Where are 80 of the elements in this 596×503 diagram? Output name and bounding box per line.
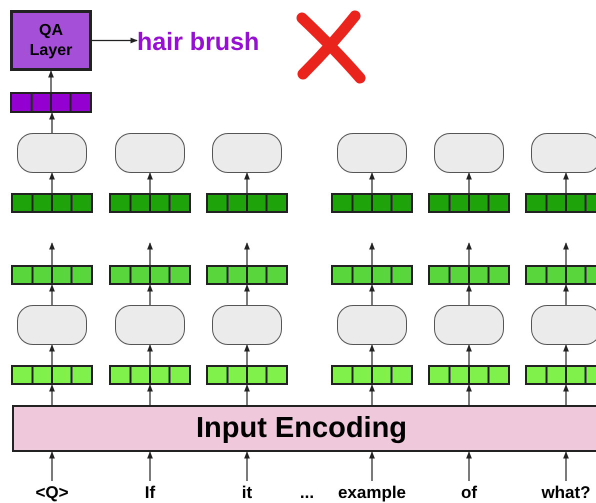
vector-bar (331, 193, 413, 213)
qa-layer-box: QA Layer (10, 10, 92, 71)
input-token: If (105, 481, 195, 503)
vector-bar (525, 193, 596, 213)
arrow (244, 384, 250, 405)
arrow (466, 284, 472, 305)
arrow (147, 172, 153, 193)
arrow (49, 284, 55, 305)
arrow (563, 344, 569, 365)
answer-text: hair brush (137, 26, 287, 58)
arrow (563, 384, 569, 405)
vector-bar (109, 265, 191, 285)
arrow (466, 451, 472, 481)
layer-block (115, 133, 185, 173)
layer-block (337, 133, 407, 173)
vector-bar (109, 193, 191, 213)
arrow (244, 344, 250, 365)
arrow (244, 451, 250, 481)
arrow (49, 242, 55, 265)
arrow (147, 384, 153, 405)
arrow (49, 172, 55, 193)
layer-block (531, 133, 596, 173)
arrow (147, 344, 153, 365)
arrow (369, 451, 375, 481)
vector-bar (331, 265, 413, 285)
vector-bar (428, 365, 510, 385)
vector-bar (206, 193, 288, 213)
vector-bar (331, 365, 413, 385)
vector-bar (525, 265, 596, 285)
layer-block (434, 133, 504, 173)
arrow (92, 38, 138, 44)
arrow (147, 242, 153, 265)
layer-block (17, 305, 87, 345)
arrow (563, 451, 569, 481)
vector-bar (10, 92, 92, 113)
input-token: <Q> (7, 481, 97, 503)
arrow (466, 344, 472, 365)
arrow (49, 344, 55, 365)
input-token: it (202, 481, 292, 503)
vector-bar (109, 365, 191, 385)
arrow (369, 242, 375, 265)
vector-bar (428, 265, 510, 285)
arrow (369, 384, 375, 405)
vector-bar (428, 193, 510, 213)
arrow (369, 344, 375, 365)
arrow (244, 284, 250, 305)
layer-block (337, 305, 407, 345)
vector-bar (206, 365, 288, 385)
vector-bar (525, 365, 596, 385)
layer-block (115, 305, 185, 345)
arrow (466, 172, 472, 193)
layer-block (531, 305, 596, 345)
layer-block (212, 305, 282, 345)
vector-bar (11, 193, 93, 213)
arrow (369, 284, 375, 305)
ellipsis-text: ... (298, 482, 316, 503)
arrow (369, 172, 375, 193)
arrow (244, 242, 250, 265)
input-token: of (424, 481, 514, 503)
arrow (49, 451, 55, 481)
vector-bar (11, 365, 93, 385)
arrow (244, 172, 250, 193)
arrow (466, 242, 472, 265)
arrow (147, 284, 153, 305)
layer-block (434, 305, 504, 345)
input-token: example (327, 481, 417, 503)
vector-bar (206, 265, 288, 285)
arrow (49, 384, 55, 405)
input-token: what? (521, 481, 596, 503)
arrow (147, 451, 153, 481)
arrow (49, 112, 55, 133)
arrow (466, 384, 472, 405)
arrow (563, 284, 569, 305)
input-encoding-band: Input Encoding (12, 405, 596, 452)
arrow (48, 70, 54, 92)
layer-block (17, 133, 87, 173)
layer-block (212, 133, 282, 173)
arrow (563, 242, 569, 265)
arrow (563, 172, 569, 193)
vector-bar (11, 265, 93, 285)
